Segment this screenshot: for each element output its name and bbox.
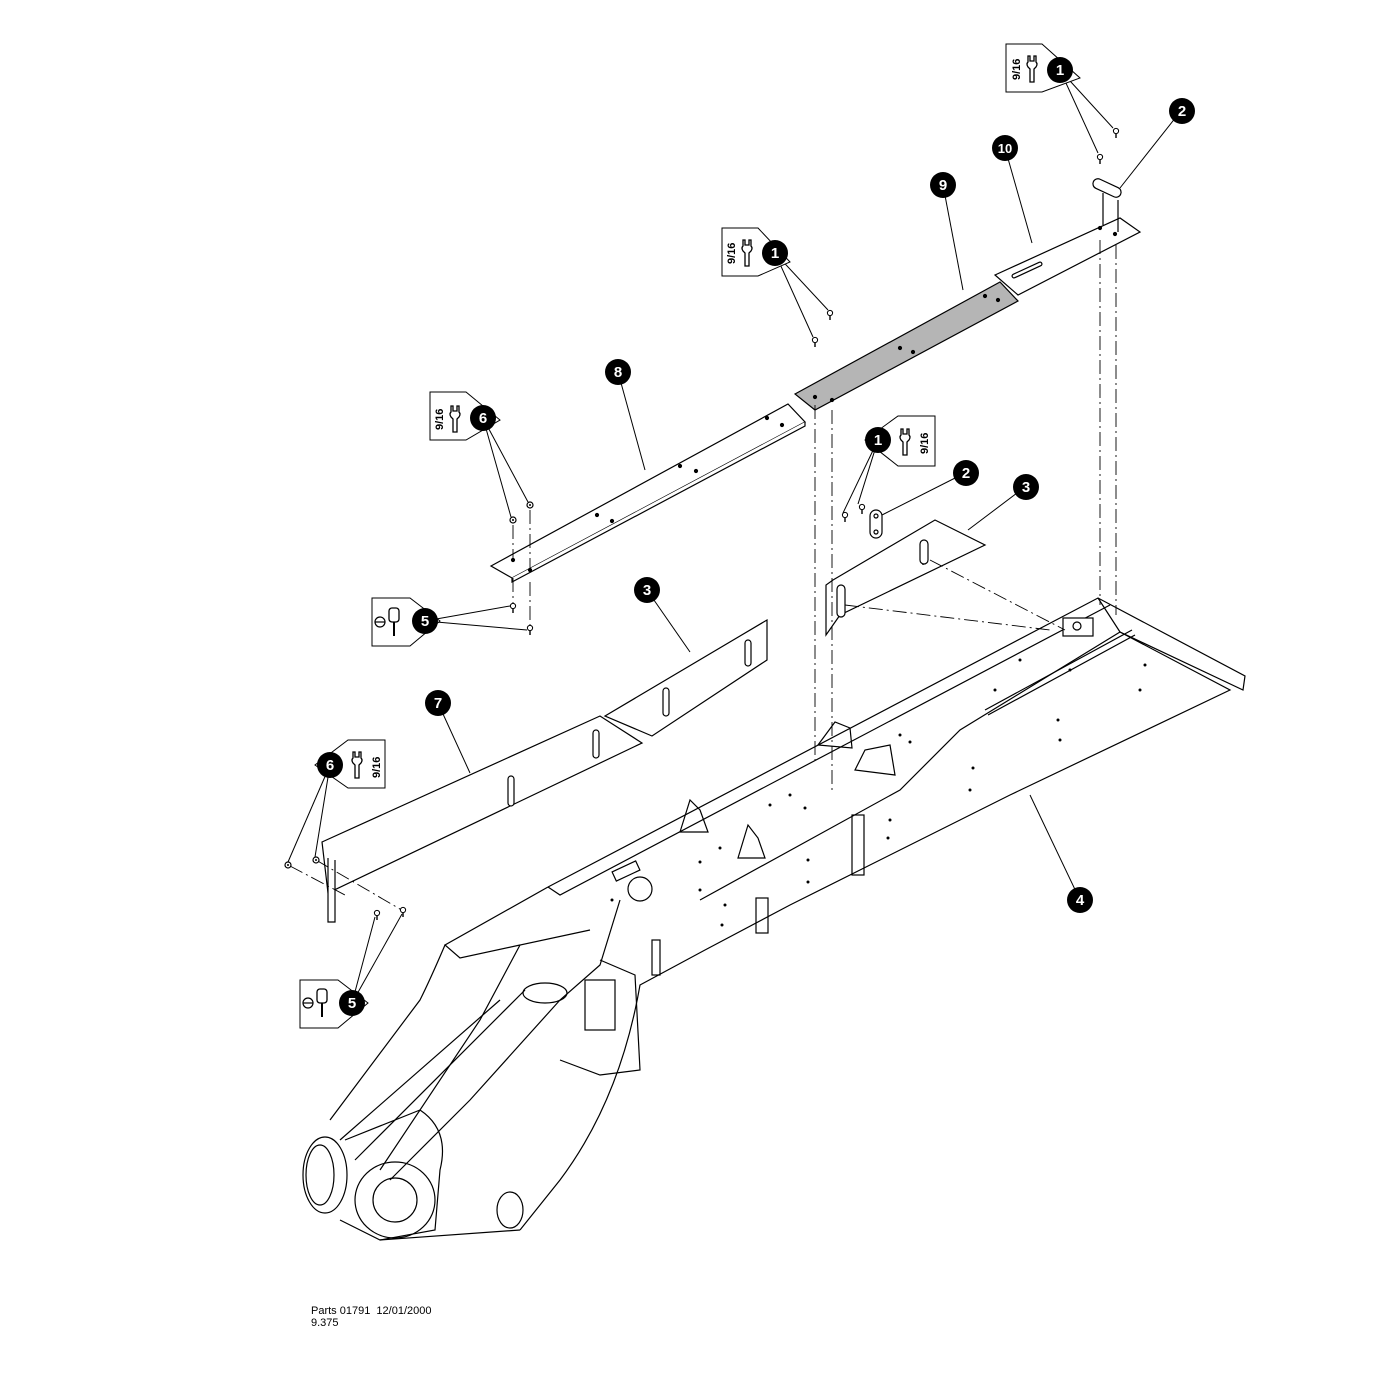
callout-4: 4 [1067, 887, 1093, 913]
side-plate-7 [321, 715, 644, 923]
plate-10 [993, 217, 1142, 296]
callouts: 1 2 10 9 1 8 6 1 2 3 3 5 7 6 4 5 [317, 57, 1195, 1016]
svg-text:6: 6 [326, 757, 334, 774]
callout-5-upper: 5 [412, 608, 438, 634]
svg-text:8: 8 [614, 364, 622, 381]
callout-10: 10 [992, 135, 1018, 161]
svg-text:10: 10 [998, 141, 1012, 156]
lower-hole [496, 1191, 524, 1229]
footer: Parts 01791 12/01/2000 9.375 [311, 1305, 431, 1329]
callout-1-right: 1 [865, 427, 891, 453]
callout-7: 7 [425, 690, 451, 716]
callout-8: 8 [605, 359, 631, 385]
svg-text:1: 1 [874, 432, 882, 449]
plate-9 [793, 281, 1019, 411]
callout-6-lower: 6 [317, 752, 343, 778]
boom-hole-pattern [610, 658, 1147, 927]
svg-text:1: 1 [771, 245, 779, 262]
svg-text:2: 2 [962, 465, 970, 482]
wear-plate-3-lower [603, 618, 768, 737]
wrench-size-label: 9/16 [919, 433, 931, 454]
callout-1-mid: 1 [762, 240, 788, 266]
svg-text:4: 4 [1076, 892, 1085, 909]
leader-lines [287, 69, 1181, 1004]
wrench-size-label: 9/16 [1011, 59, 1023, 80]
callout-3-lower: 3 [634, 577, 660, 603]
callout-5-lower: 5 [339, 990, 365, 1016]
svg-text:3: 3 [1022, 479, 1030, 496]
wrench-size-label: 9/16 [371, 757, 383, 778]
clamp-bar-2-top [1092, 178, 1122, 232]
boom-assembly [302, 597, 1246, 1241]
svg-text:7: 7 [434, 695, 442, 712]
wrench-size-label: 9/16 [434, 409, 446, 430]
wrench-size-label: 9/16 [726, 243, 738, 264]
svg-text:6: 6 [479, 410, 487, 427]
callout-1-top: 1 [1047, 57, 1073, 83]
boom-top-plate [547, 597, 1246, 888]
svg-text:9: 9 [939, 177, 947, 194]
fasteners [284, 127, 1120, 921]
footer-part-number: Parts 01791 12/01/2000 [311, 1305, 432, 1317]
footer-page-number: 9.375 [311, 1317, 339, 1329]
svg-text:3: 3 [643, 582, 651, 599]
plate-8 [489, 403, 806, 583]
pivot-bore [354, 1161, 436, 1239]
callout-2-top: 2 [1169, 98, 1195, 124]
callout-6-upper: 6 [470, 405, 496, 431]
svg-text:5: 5 [348, 995, 356, 1012]
clamp-bar-2-mid [869, 509, 883, 539]
svg-text:1: 1 [1056, 62, 1064, 79]
callout-3-right: 3 [1013, 474, 1039, 500]
svg-text:5: 5 [421, 613, 429, 630]
svg-text:2: 2 [1178, 103, 1186, 120]
callout-2-right: 2 [953, 460, 979, 486]
callout-9: 9 [930, 172, 956, 198]
bracket-3-upper [825, 519, 987, 637]
boom-side-wall [519, 631, 1232, 1231]
alignment-lines [289, 240, 1117, 913]
pivot-boss-outer [302, 1136, 348, 1214]
